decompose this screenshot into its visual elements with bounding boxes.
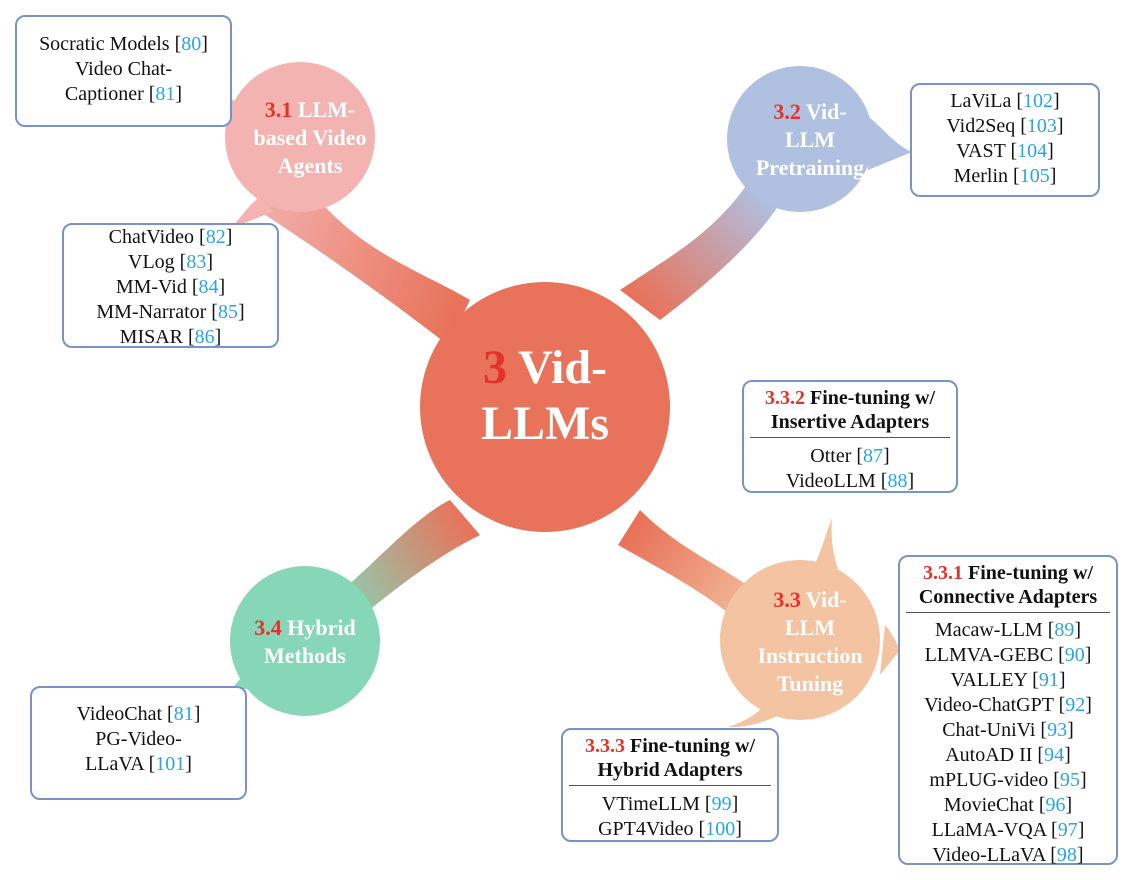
list-item: Video-LLaVA [98] (932, 844, 1084, 866)
citation-link[interactable]: 103 (1026, 115, 1057, 137)
list-item: Merlin [105] (953, 165, 1057, 187)
node-pretraining-label: 3.2 Vid- LLM Pretraining (755, 99, 865, 180)
list-item: VLog [83] (128, 251, 213, 273)
box-connective-adapters: 3.3.1 Fine-tuning w/ Connective Adapters… (898, 555, 1118, 866)
list-item: MISAR [86] (119, 326, 222, 348)
list-item: Video Chat- (74, 58, 173, 80)
list-item: VideoChat [81] (76, 703, 201, 725)
node-instruction (720, 560, 880, 720)
citation-link[interactable]: 98 (1056, 844, 1077, 866)
citation-link[interactable]: 87 (863, 445, 884, 467)
citation-link[interactable]: 101 (155, 753, 186, 775)
citation-link[interactable]: 89 (1054, 619, 1075, 641)
list-item: ChatVideo [82] (108, 226, 233, 248)
node-hybrid (230, 566, 380, 716)
connector-pretraining (620, 165, 785, 320)
citation-link[interactable]: 93 (1047, 719, 1068, 741)
list-item: Macaw-LLM [89] (934, 619, 1082, 641)
citation-link[interactable]: 105 (1019, 165, 1050, 187)
citation-link[interactable]: 91 (1038, 669, 1059, 691)
citation-link[interactable]: 81 (155, 83, 176, 105)
list-item: PG-Video- (95, 728, 182, 750)
tail-pretraining (868, 118, 912, 170)
list-item: VideoLLM [88] (785, 470, 915, 492)
citation-link[interactable]: 100 (705, 818, 736, 840)
box-agents-bottom: ChatVideo [82] VLog [83] MM-Vid [84] MM-Nar… (62, 223, 279, 348)
list-item: Vid2Seq [103] (946, 115, 1064, 137)
box-hybrid-adapters: 3.3.3 Fine-tuning w/ Hybrid Adapters VTi… (561, 728, 779, 842)
list-item: Otter [87] (810, 445, 890, 467)
citation-link[interactable]: 84 (198, 276, 219, 298)
center-label: 3 Vid- LLMs (480, 341, 609, 450)
list-item: mPLUG-video [95] (929, 769, 1087, 791)
list-item: Captioner [81] (64, 83, 183, 105)
citation-link[interactable]: 104 (1017, 140, 1048, 162)
list-item: LLaMA-VQA [97] (931, 819, 1085, 841)
node-agents (225, 62, 375, 212)
list-item: LaViLa [102] (950, 90, 1060, 112)
citation-link[interactable]: 92 (1065, 694, 1086, 716)
center-number: 3 (482, 341, 507, 394)
list-item: Chat-UniVi [93] (942, 719, 1074, 741)
list-item: LLMVA-GEBC [90] (924, 644, 1092, 666)
citation-link[interactable]: 95 (1059, 769, 1080, 791)
connector-agents (250, 175, 470, 345)
node-instruction-label: 3.3 Vid- LLM Instruction Tuning (757, 587, 863, 696)
box-pretraining: LaViLa [102] Vid2Seq [103] VAST [104] Merli… (910, 83, 1100, 197)
list-item: VAST [104] (956, 140, 1054, 162)
citation-link[interactable]: 94 (1044, 744, 1065, 766)
citation-link[interactable]: 85 (217, 301, 238, 323)
list-item: Socratic Models [80] (39, 33, 208, 55)
list-item: MM-Vid [84] (115, 276, 226, 298)
citation-link[interactable]: 88 (887, 470, 908, 492)
citation-link[interactable]: 90 (1064, 644, 1085, 666)
tail-connective (880, 625, 900, 675)
list-item: AutoAD II [94] (945, 744, 1071, 766)
node-agents-label: 3.1 LLM- based Video Agents (253, 97, 367, 178)
node-pretraining (727, 66, 873, 212)
list-item: LLaVA [101] (85, 753, 192, 775)
citation-link[interactable]: 82 (205, 226, 226, 248)
citation-link[interactable]: 83 (186, 251, 207, 273)
box-hybrid: VideoChat [81] PG-Video- LLaVA [101] (30, 686, 247, 800)
box-insertive-adapters: 3.3.2 Fine-tuning w/ Insertive Adapters … (742, 380, 958, 493)
citation-link[interactable]: 96 (1045, 794, 1066, 816)
connector-hybrid (330, 500, 480, 625)
citation-link[interactable]: 97 (1057, 819, 1078, 841)
node-center (420, 282, 670, 532)
citation-link[interactable]: 81 (173, 703, 194, 725)
citation-link[interactable]: 80 (181, 33, 202, 55)
list-item: VTimeLLM [99] (601, 793, 739, 815)
list-item: GPT4Video [100] (598, 818, 742, 840)
list-item: MovieChat [96] (943, 794, 1073, 816)
box-agents-top: Socratic Models [80] Video Chat- Captioner… (15, 15, 232, 127)
citation-link[interactable]: 86 (194, 326, 215, 348)
node-hybrid-label: 3.4 Hybrid Methods (254, 615, 356, 668)
list-item: MM-Narrator [85] (96, 301, 245, 323)
citation-link[interactable]: 102 (1022, 90, 1053, 112)
tail-agents-bottom (232, 195, 272, 228)
list-item: VALLEY [91] (950, 669, 1066, 691)
list-item: Video-ChatGPT [92] (924, 694, 1092, 716)
citation-link[interactable]: 99 (711, 793, 732, 815)
